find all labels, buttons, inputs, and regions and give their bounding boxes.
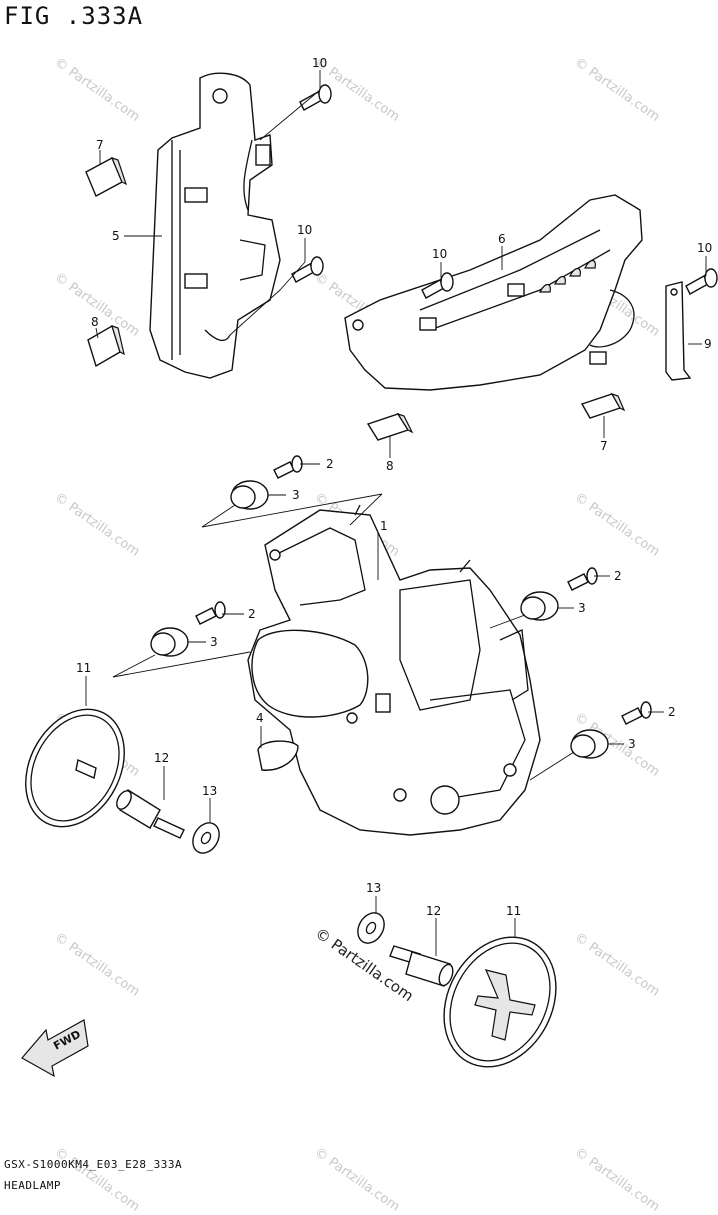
bracket-part9 bbox=[665, 281, 692, 381]
callout-10-far-right: 10 bbox=[697, 241, 712, 255]
callout-7-right: 7 bbox=[600, 439, 608, 453]
figure-title: FIG .333A bbox=[4, 2, 144, 30]
callout-2-left: 2 bbox=[248, 607, 256, 621]
callout-3-right-upper: 3 bbox=[578, 601, 586, 615]
cover-cap-part11-left bbox=[25, 708, 125, 828]
footer-figure-title: HEADLAMP bbox=[4, 1179, 61, 1192]
rubber-block-part8-right bbox=[366, 412, 414, 441]
cap-part4 bbox=[257, 740, 299, 771]
screw-part2-left bbox=[195, 601, 226, 625]
grommet-part3-right-lower bbox=[570, 729, 609, 759]
washer-part13-right bbox=[357, 912, 385, 944]
screw-part2-right-upper bbox=[567, 567, 598, 591]
spacer-part12-right bbox=[389, 945, 454, 987]
callout-1: 1 bbox=[380, 519, 388, 533]
callout-3-left: 3 bbox=[210, 635, 218, 649]
washer-part13-left bbox=[192, 822, 220, 854]
grommet-part3-left bbox=[150, 627, 189, 657]
callout-3-top: 3 bbox=[292, 488, 300, 502]
callout-11-right: 11 bbox=[506, 904, 521, 918]
callout-8-left: 8 bbox=[91, 315, 99, 329]
brand-logo-icon bbox=[474, 969, 536, 1041]
rubber-block-part7-right bbox=[580, 392, 626, 419]
callout-11-left: 11 bbox=[76, 661, 91, 675]
callout-8-right: 8 bbox=[386, 459, 394, 473]
screw-part10-far-right bbox=[685, 268, 718, 295]
callout-2-right-lower: 2 bbox=[668, 705, 676, 719]
screw-part2-right-lower bbox=[621, 701, 652, 725]
callout-13-left: 13 bbox=[202, 784, 217, 798]
spacer-part12-left bbox=[116, 788, 185, 839]
callout-10-upper: 10 bbox=[312, 56, 327, 70]
screw-part2-top bbox=[273, 455, 303, 479]
grommet-part3-top bbox=[230, 480, 269, 510]
callout-6: 6 bbox=[498, 232, 506, 246]
cover-cap-part11-right bbox=[443, 936, 557, 1068]
position-lamp-right-part6 bbox=[344, 194, 643, 391]
callout-3-right-lower: 3 bbox=[628, 737, 636, 751]
callout-7-left: 7 bbox=[96, 138, 104, 152]
callout-13-right: 13 bbox=[366, 881, 381, 895]
callout-2-right-upper: 2 bbox=[614, 569, 622, 583]
callout-12-right: 12 bbox=[426, 904, 441, 918]
headlamp-housing-part1 bbox=[247, 504, 541, 836]
callout-5: 5 bbox=[112, 229, 120, 243]
footer-model-code: GSX-S1000KM4_E03_E28_333A bbox=[4, 1158, 183, 1171]
callout-10-middle: 10 bbox=[297, 223, 312, 237]
leader-lines bbox=[85, 70, 707, 956]
screw-part10-upper bbox=[299, 84, 332, 111]
screw-part10-middle bbox=[291, 256, 324, 283]
fwd-arrow-icon bbox=[21, 1019, 89, 1078]
screw-part10-right-lamp bbox=[421, 272, 454, 299]
callout-2-top: 2 bbox=[326, 457, 334, 471]
position-lamp-left-part5 bbox=[149, 72, 281, 379]
rubber-block-part7-left bbox=[85, 157, 128, 197]
grommet-part3-right-upper bbox=[520, 591, 559, 621]
callout-4: 4 bbox=[256, 711, 264, 725]
callout-12-left: 12 bbox=[154, 751, 169, 765]
callout-9: 9 bbox=[704, 337, 712, 351]
callout-10-right-lamp: 10 bbox=[432, 247, 447, 261]
rubber-block-part8-left bbox=[87, 324, 125, 368]
